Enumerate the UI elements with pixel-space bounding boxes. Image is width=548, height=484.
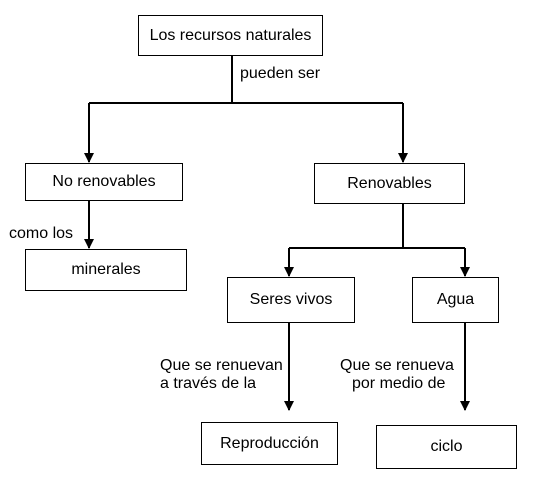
node-no-renovables: No renovables	[25, 163, 183, 201]
node-renovables: Renovables	[314, 163, 465, 204]
link-label-seres-line1: Que se renuevan	[160, 357, 283, 374]
node-no-renovables-label: No renovables	[52, 173, 156, 190]
link-label-como-los: como los	[9, 225, 74, 242]
node-reproduccion-label: Reproducción	[220, 434, 319, 452]
node-reproduccion: Reproducción	[201, 422, 338, 465]
link-label-agua-line1: Que se renueva	[340, 357, 454, 374]
node-seres-vivos-label: Seres vivos	[249, 291, 333, 308]
node-root: Los recursos naturales	[138, 15, 323, 56]
link-label-agua-line2: por medio de	[352, 375, 446, 392]
node-minerales: minerales	[25, 249, 187, 291]
node-ciclo: ciclo	[376, 425, 517, 469]
link-label-seres-line2: a través de la	[160, 375, 257, 392]
node-agua-label: Agua	[436, 291, 475, 308]
node-ciclo-label: ciclo	[430, 438, 463, 455]
node-minerales-label: minerales	[71, 261, 141, 278]
node-seres-vivos: Seres vivos	[227, 277, 355, 323]
node-root-label: Los recursos naturales	[149, 26, 312, 44]
link-label-pueden-ser: pueden ser	[240, 65, 321, 82]
node-agua: Agua	[412, 277, 499, 323]
node-renovables-label: Renovables	[347, 174, 432, 192]
